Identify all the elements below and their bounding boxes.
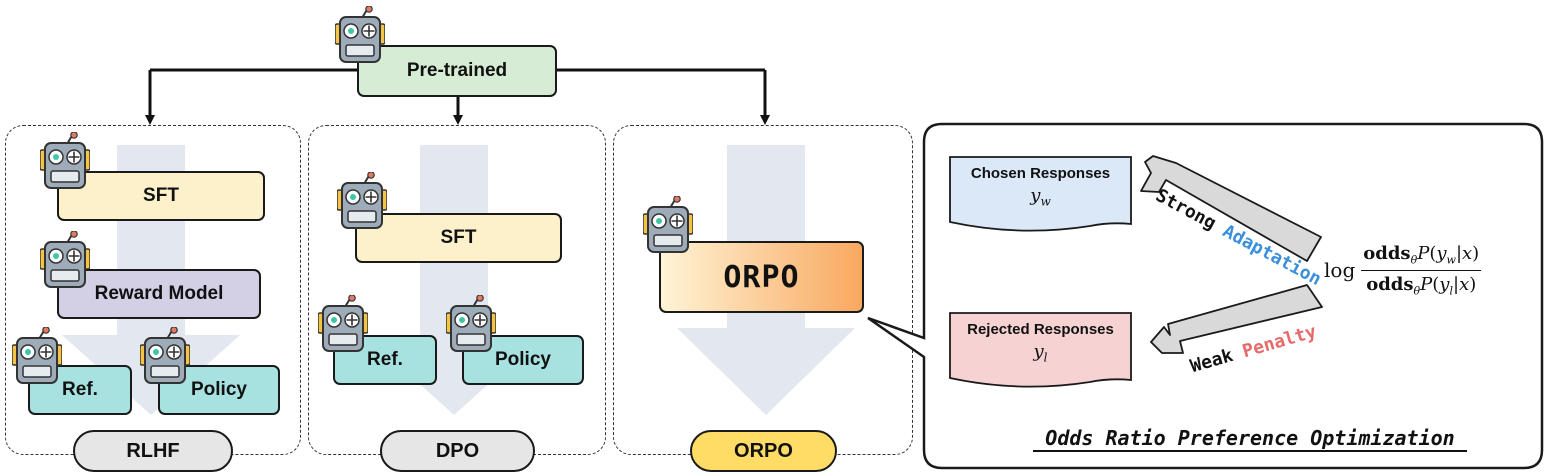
rlhf-tag-label: RLHF [126,439,180,462]
odds-ratio-formula: log oddsθP(yw|x) oddsθP(yl|x) [1324,236,1534,304]
rlhf-ref-label: Ref. [62,379,98,400]
orpo-box: ORPO [659,241,864,313]
dpo-ref-label: Ref. [367,349,403,370]
pretrained-box: Pre-trained [357,45,557,97]
orpo-tag: ORPO [690,430,837,472]
rejected-document [949,312,1132,388]
strong-adaptation-arrow [1140,155,1322,262]
formula-denominator: oddsθP(yl|x) [1366,273,1477,298]
chosen-responses-text: Chosen Responses yw [950,165,1131,209]
rlhf-policy-box: Policy [158,365,280,415]
formula-numerator: oddsθP(yw|x) [1363,242,1480,267]
rlhf-sft-box: SFT [57,171,265,221]
orpo-tag-label: ORPO [734,439,793,462]
chosen-responses-title: Chosen Responses [970,165,1111,182]
weak-penalty-arrow [1150,284,1323,354]
orpo-box-label: ORPO [723,259,800,295]
rejected-responses-text: Rejected Responses yl [950,321,1131,365]
rlhf-tag: RLHF [73,430,233,472]
rlhf-policy-label: Policy [191,379,247,400]
dpo-tag: DPO [380,430,535,472]
rlhf-sft-label: SFT [143,185,179,206]
dpo-sft-box: SFT [355,213,562,263]
dpo-policy-label: Policy [495,349,551,370]
odds-ratio-caption: Odds Ratio Preference Optimization [1045,426,1455,450]
dpo-tag-label: DPO [435,439,480,462]
chosen-responses-symbol: yw [1030,185,1051,209]
dpo-sft-label: SFT [440,227,477,248]
rlhf-reward-model-label: Reward Model [94,283,224,304]
rejected-responses-title: Rejected Responses [967,321,1114,338]
pretrained-label: Pre-trained [406,60,508,81]
rlhf-reward-model-box: Reward Model [57,269,261,319]
formula-log: log [1324,258,1356,282]
rejected-responses-symbol: yl [1033,341,1048,365]
chosen-document [949,156,1132,232]
